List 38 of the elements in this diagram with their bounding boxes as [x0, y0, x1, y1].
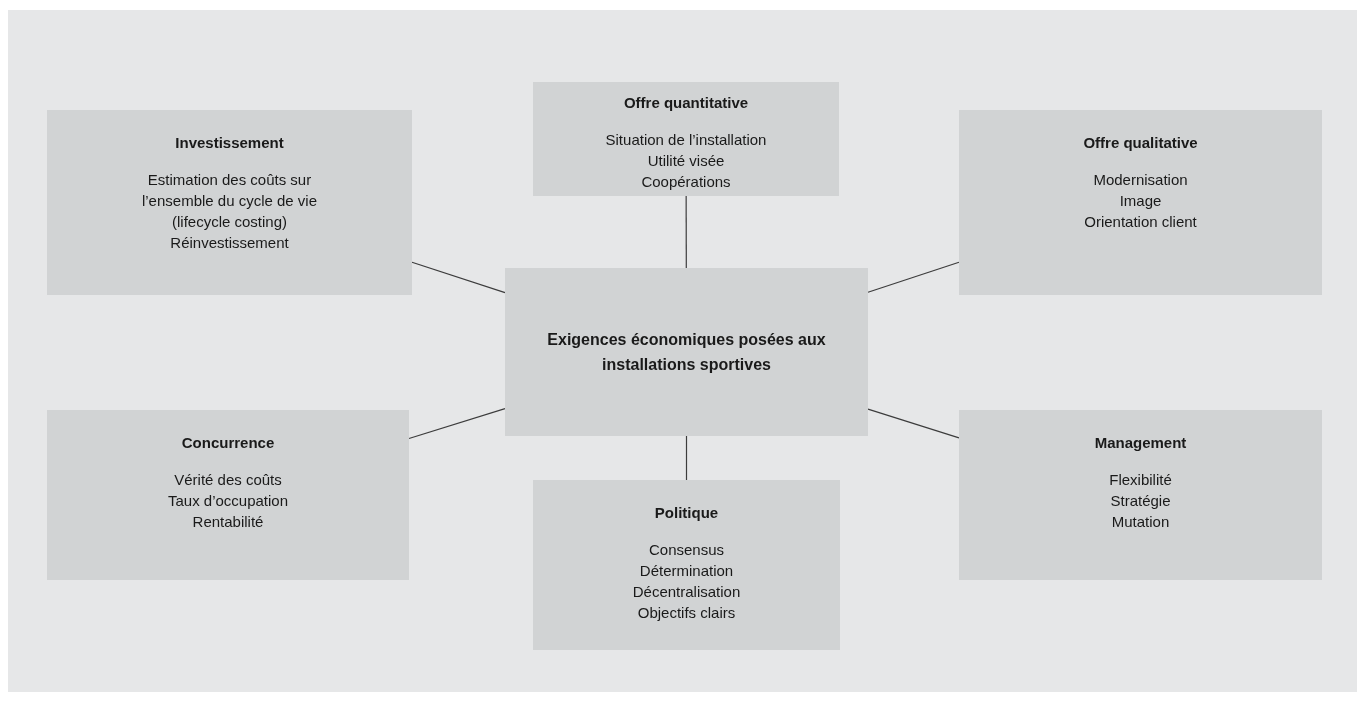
central-topic-box	[505, 268, 868, 436]
connector-line	[867, 261, 960, 293]
connector-line	[685, 195, 687, 269]
topic-item: Coopérations	[641, 172, 731, 192]
topic-item: Détermination	[639, 561, 734, 581]
topic-box	[533, 82, 839, 196]
topic-item: Utilité visée	[647, 151, 725, 171]
topic-item: Rentabilité	[192, 512, 264, 532]
topic-box	[47, 110, 412, 295]
topic-item: Consensus	[648, 540, 724, 560]
connector-line	[867, 408, 960, 439]
topic-item: Stratégie	[1110, 491, 1171, 511]
topic-item: Estimation des coûts sur l’ensemble du cycle de vie (lifecycle costing)	[140, 170, 319, 232]
topic-heading: Management	[1094, 433, 1187, 453]
topic-item: Réinvestissement	[170, 233, 289, 253]
topic-heading: Politique	[654, 503, 719, 523]
connector-line	[685, 435, 688, 481]
connector-line	[411, 261, 506, 294]
topic-item: Orientation client	[1084, 212, 1197, 232]
topic-item: Objectifs clairs	[637, 603, 736, 623]
topic-heading: Concurrence	[181, 433, 275, 453]
topic-item: Décentralisation	[632, 582, 741, 602]
central-title: Exigences économiques posées aux installations sportives	[546, 330, 827, 375]
topic-box	[959, 110, 1322, 295]
topic-heading: Offre qualitative	[1083, 133, 1198, 153]
topic-box	[47, 410, 409, 580]
topic-item: Taux d’occupation	[167, 491, 289, 511]
topic-item: Mutation	[1111, 512, 1170, 532]
topic-item: Vérité des coûts	[174, 470, 282, 490]
topic-item: Situation de l’installation	[605, 130, 767, 150]
topic-heading: Investissement	[175, 133, 284, 153]
topic-box	[959, 410, 1322, 580]
topic-item: Modernisation	[1093, 170, 1188, 190]
connector-line	[408, 408, 506, 440]
topic-heading: Offre quantitative	[623, 93, 749, 113]
topic-item: Image	[1119, 191, 1162, 211]
topic-item: Flexibilité	[1109, 470, 1172, 490]
topic-box	[533, 480, 840, 650]
